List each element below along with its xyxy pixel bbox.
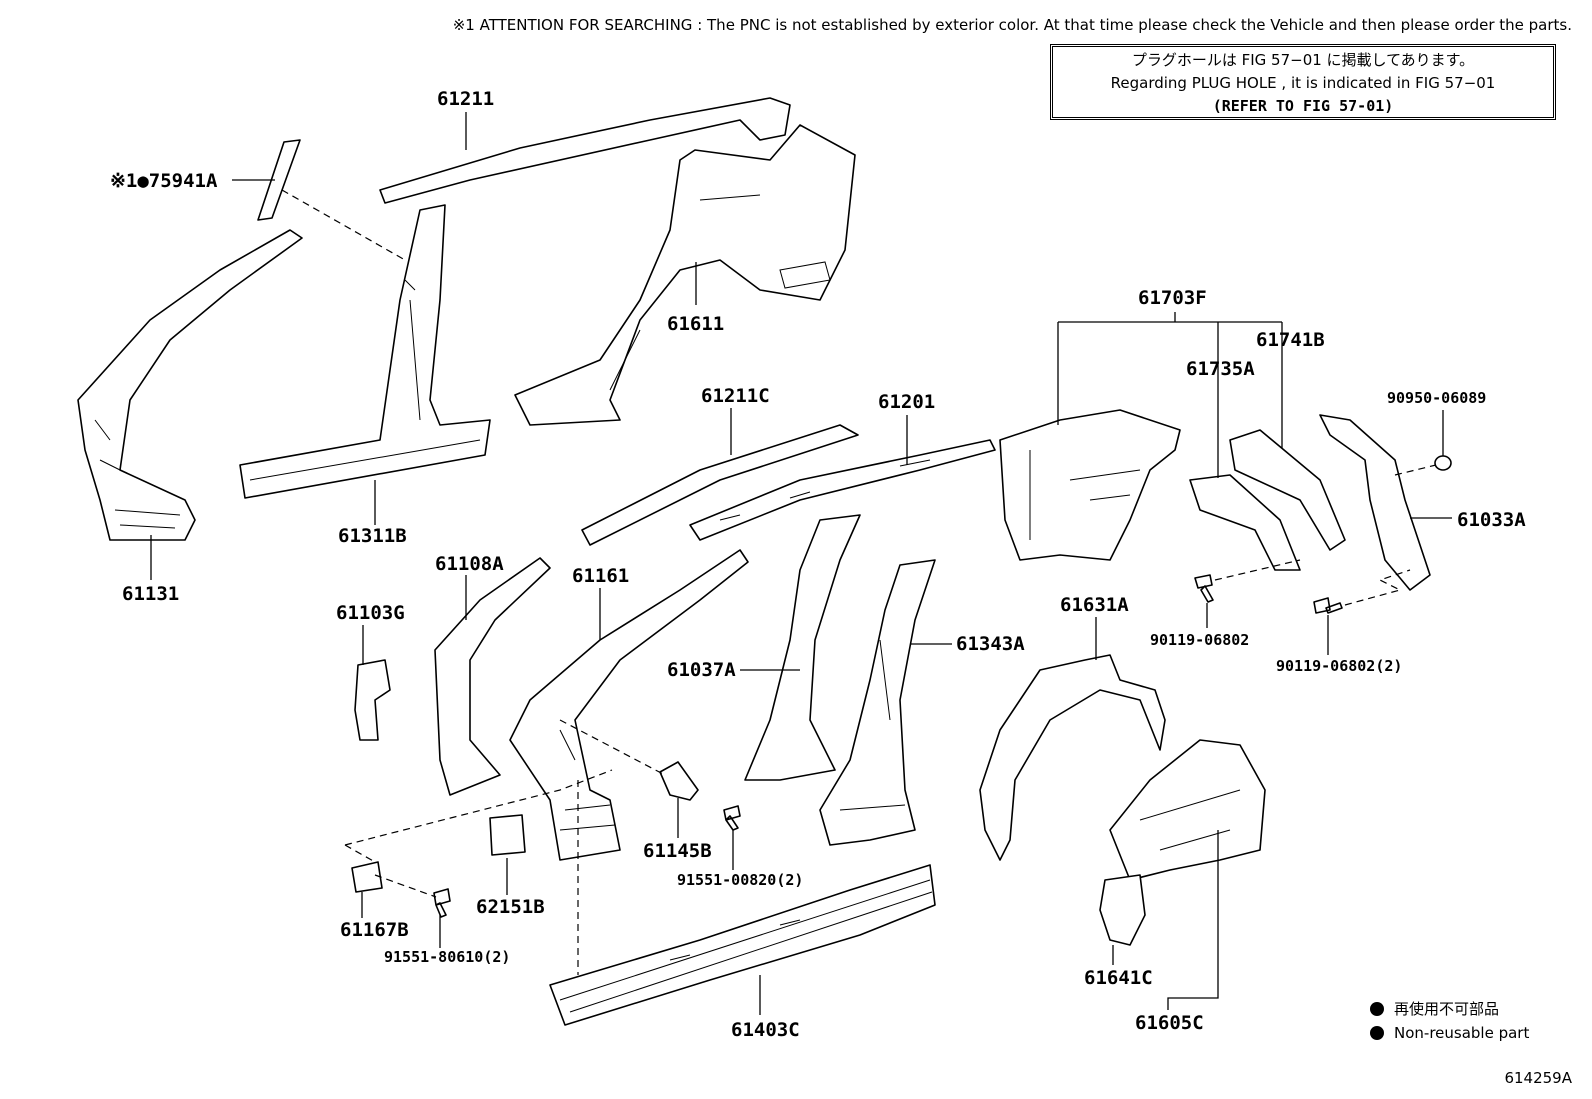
part-61131-shape — [77, 229, 303, 541]
label-90950-06089: 90950-06089 — [1387, 389, 1487, 407]
label-61211C: 61211C — [701, 385, 770, 407]
guide-61167B-bolt — [344, 844, 437, 898]
part-61311B-shape — [239, 204, 491, 499]
reference-line-refer: (REFER TO FIG 57-01) — [1212, 97, 1394, 115]
part-61703F-shape — [999, 409, 1181, 561]
legend-item-jp: 再使用不可部品 — [1370, 997, 1529, 1021]
label-61703F: 61703F — [1138, 287, 1207, 309]
bolt-90119-b — [1313, 597, 1343, 614]
part-61611-detail — [609, 194, 831, 391]
part-61037A-shape — [744, 514, 861, 781]
part-62151B-shape — [489, 814, 526, 856]
legend-text-jp: 再使用不可部品 — [1394, 1000, 1500, 1018]
guide-61167B — [344, 769, 613, 846]
label-61037A: 61037A — [667, 659, 736, 681]
part-61343A-shape — [819, 559, 936, 846]
label-91551-00820-2: 91551-00820(2) — [677, 871, 804, 889]
label-61131: 61131 — [122, 583, 180, 605]
part-61631A-shape — [979, 654, 1166, 861]
label-61167B: 61167B — [340, 919, 409, 941]
part-61201-detail — [719, 459, 931, 521]
part-61343A-detail — [839, 639, 906, 811]
label-61735A: 61735A — [1186, 358, 1255, 380]
label-75941A: ※1●75941A — [110, 170, 218, 192]
label-61611: 61611 — [667, 313, 725, 335]
label-61741B: 61741B — [1256, 329, 1325, 351]
figure-id: 614259A — [1504, 1069, 1572, 1087]
reference-line-en: Regarding PLUG HOLE , it is indicated in… — [1110, 74, 1496, 92]
label-90119-06802-2: 90119-06802(2) — [1276, 657, 1403, 675]
legend: 再使用不可部品 Non-reusable part — [1370, 997, 1529, 1045]
filled-circle-icon — [1370, 1026, 1384, 1040]
part-61161-shape — [509, 549, 749, 861]
legend-text-en: Non-reusable part — [1394, 1024, 1530, 1042]
part-61145B-shape — [659, 761, 699, 801]
part-61103G-shape — [354, 659, 391, 741]
part-61211C-shape — [581, 424, 859, 546]
part-61033A-shape — [1319, 414, 1431, 591]
bolt-91551-b — [433, 888, 451, 918]
label-61108A: 61108A — [435, 553, 504, 575]
part-61605C-shape — [1109, 739, 1266, 881]
label-61605C: 61605C — [1135, 1012, 1204, 1034]
leader-61605C — [1167, 830, 1219, 1010]
guide-90950 — [1394, 464, 1437, 476]
label-61641C: 61641C — [1084, 967, 1153, 989]
part-61211-shape — [379, 97, 791, 204]
part-61641C-shape — [1099, 874, 1146, 946]
leader-61703F — [1057, 312, 1283, 478]
legend-item-en: Non-reusable part — [1370, 1021, 1529, 1045]
part-90950-plug — [1434, 455, 1452, 471]
part-61108A-shape — [434, 557, 551, 796]
reference-box: プラグホールは FIG 57−01 に掲載してあります。 Regarding P… — [1050, 44, 1556, 120]
part-61201-shape — [689, 439, 996, 541]
label-61145B: 61145B — [643, 840, 712, 862]
part-61167B-shape — [351, 861, 383, 893]
part-61161-detail — [559, 729, 616, 831]
part-61735A-shape — [1189, 474, 1301, 571]
part-61403C-shape — [549, 864, 936, 1026]
part-61131-detail — [94, 419, 181, 529]
part-75941A-shape — [257, 139, 301, 221]
label-61403C: 61403C — [731, 1019, 800, 1041]
label-61631A: 61631A — [1060, 594, 1129, 616]
label-61211: 61211 — [437, 88, 495, 110]
label-61343A: 61343A — [956, 633, 1025, 655]
part-61703F-detail — [1029, 450, 1141, 540]
label-61103G: 61103G — [336, 602, 405, 624]
guide-61161-bracket — [559, 719, 666, 776]
label-61311B: 61311B — [338, 525, 407, 547]
reference-line-jp: プラグホールは FIG 57−01 に掲載してあります。 — [1131, 51, 1475, 69]
label-61161: 61161 — [572, 565, 630, 587]
guide-90119-a — [1214, 559, 1301, 581]
attention-note: ※1 ATTENTION FOR SEARCHING : The PNC is … — [452, 16, 1572, 34]
label-90119-06802: 90119-06802 — [1150, 631, 1250, 649]
bolt-90119-a — [1194, 574, 1214, 603]
filled-circle-icon — [1370, 1002, 1384, 1016]
bolt-91551-a — [723, 805, 741, 831]
part-61741B-shape — [1229, 429, 1346, 551]
part-61403C-detail — [559, 879, 933, 1013]
part-61311B-detail — [249, 279, 481, 481]
label-62151B: 62151B — [476, 896, 545, 918]
label-61033A: 61033A — [1457, 509, 1526, 531]
label-61201: 61201 — [878, 391, 936, 413]
label-91551-80610-2: 91551-80610(2) — [384, 948, 511, 966]
part-61611-shape — [514, 124, 856, 426]
guide-90119-b — [1344, 569, 1411, 606]
